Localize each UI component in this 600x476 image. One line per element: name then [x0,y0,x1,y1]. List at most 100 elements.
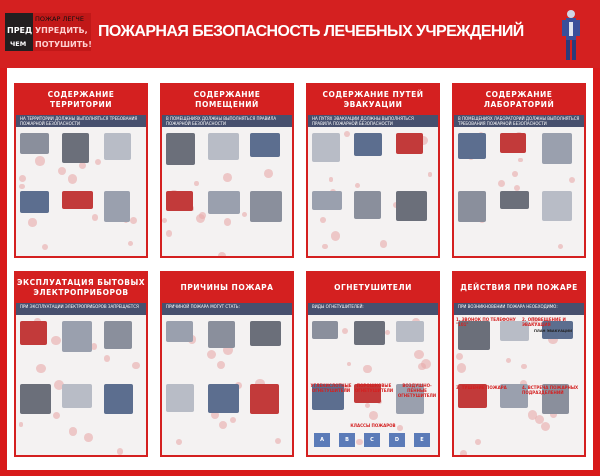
decor-dot [92,214,99,221]
panel-extinguishers: ОГНЕТУШИТЕЛИ ВИДЫ ОГНЕТУШИТЕЛЕЙ: УГЛЕКИС… [306,271,440,457]
illustration-image [542,321,573,340]
slogan-line3: ПОТУШИТЬ! [35,40,92,49]
illustration-image [396,133,424,154]
illustration-image [354,133,383,157]
decor-dot [557,244,563,250]
decor-dot [531,317,538,324]
illustration-image [208,384,240,413]
decor-dot [475,439,481,446]
panel-title: ЭКСПЛУАТАЦИЯ БЫТОВЫХ ЭЛЕКТРОПРИБОРОВ [16,273,146,303]
panel-causes: ПРИЧИНЫ ПОЖАРА ПРИЧИНОЙ ПОЖАРА МОГУТ СТА… [160,271,294,457]
panel-laboratories: СОДЕРЖАНИЕ ЛАБОРАТОРИЙ В ПОМЕЩЕНИЯХ ЛАБО… [452,83,586,258]
panel-illustration [16,315,146,455]
decor-dot [498,180,506,188]
decor-dot [217,251,226,256]
illustration-image [62,190,93,209]
slogan-line1: ПОЖАР ЛЕГЧЕ [35,15,84,23]
illustration-image [354,190,382,219]
decor-dot [328,177,334,182]
decor-dot [397,425,403,431]
decor-dot [229,416,237,424]
decor-dot [364,402,371,409]
illustration-image [250,190,282,222]
slogan-badge: ПОЖАР ЛЕГЧЕ ПРЕД УПРЕДИТЬ, ЧЕМ ПОТУШИТЬ! [5,13,92,51]
slogan-line2: УПРЕДИТЬ, [35,26,88,35]
illustration-image [542,190,573,222]
decor-dot [342,384,350,392]
slogan-chem: ЧЕМ [10,40,27,48]
panel-illustration: 1. ЗВОНОК ПО ТЕЛЕФОНУ "101"2. ОПОВЕЩЕНИЕ… [454,315,584,455]
illustration-image [500,384,528,409]
decor-dot [53,379,64,390]
page-title: ПОЖАРНАЯ БЕЗОПАСНОСТЬ ЛЕЧЕБНЫХ УЧРЕЖДЕНИ… [98,23,524,40]
panel-actions: ДЕЙСТВИЯ ПРИ ПОЖАРЕ ПРИ ВОЗНИКНОВЕНИИ ПО… [452,271,586,457]
decor-dot [460,449,468,455]
decor-dot [162,217,168,223]
panel-illustration [162,127,292,256]
decor-dot [50,335,61,346]
decor-dot [421,359,432,370]
decor-dot [94,158,102,165]
decor-dot [128,240,134,246]
decor-dot [166,230,173,237]
decor-dot [363,365,372,374]
illustration-image [62,384,92,408]
panel-evacuation: СОДЕРЖАНИЕ ПУТЕЙ ЭВАКУАЦИИ НА ПУТЯХ ЭВАК… [306,83,440,258]
panel-appliances: ЭКСПЛУАТАЦИЯ БЫТОВЫХ ЭЛЕКТРОПРИБОРОВ ПРИ… [14,271,148,457]
illustration-image [500,190,529,210]
illustration-image [312,190,343,210]
illustration-image [312,133,341,163]
panel-subtitle: ПРИ ЭКСПЛУАТАЦИИ ЭЛЕКТРОПРИБОРОВ ЗАПРЕЩА… [16,303,146,315]
illustration-image [20,384,51,414]
illustration-image [542,384,569,414]
decor-dot [222,345,233,355]
decor-dot [384,330,390,336]
decor-dot [255,378,265,389]
decor-dot [330,231,340,241]
illustration-image [354,321,386,345]
illustration-image [166,133,195,165]
panel-label: УГЛЕКИСЛОТНЫЕ ОГНЕТУШИТЕЛИ [310,383,352,393]
decor-dot [527,410,538,420]
evacuation-plan-title: ПЛАН ЭВАКУАЦИИ [534,329,573,333]
fire-class-icon: D [389,433,405,447]
illustration-image [458,384,488,409]
decor-dot [67,174,78,184]
panel-label: 2. ОПОВЕЩЕНИЕ И ЭВАКУАЦИЯ [522,317,566,327]
slogan-pre: ПРЕД [7,26,33,35]
decor-dot [414,349,425,360]
decor-dot [322,243,328,250]
poster-header: ПОЖАР ЛЕГЧЕ ПРЕД УПРЕДИТЬ, ЧЕМ ПОТУШИТЬ!… [0,0,600,68]
decor-dot [379,240,388,248]
panel-subtitle: В ПОМЕЩЕНИЯХ ДОЛЖНЫ ВЫПОЛНЯТЬСЯ ПРАВИЛА … [162,115,292,127]
decor-dot [341,327,349,335]
decor-dot [36,363,47,374]
panel-label: ПОРОШКОВЫЕ ОГНЕТУШИТЕЛИ [354,383,394,393]
panel-territory: СОДЕРЖАНИЕ ТЕРРИТОРИИ НА ТЕРРИТОРИИ ДОЛЖ… [14,83,148,258]
illustration-image [250,133,281,157]
decor-dot [176,439,182,445]
decor-dot [42,243,49,250]
illustration-image [458,190,486,222]
illustration-image [166,384,195,412]
panel-title: СОДЕРЖАНИЕ ПУТЕЙ ЭВАКУАЦИИ [308,85,438,115]
illustration-image [166,190,193,212]
illustration-image [250,321,281,346]
illustration-image [500,133,527,153]
illustration-image [62,321,92,352]
illustration-image [104,133,132,161]
illustration-image [354,384,381,404]
decor-dot [52,412,61,420]
illustration-image [20,133,50,154]
decor-dot [455,353,464,361]
decor-dot [223,173,233,183]
illustration-image [396,384,424,415]
illustration-image [62,133,90,164]
decor-dot [344,130,350,137]
decor-dot [130,216,137,224]
decor-dot [568,176,576,183]
decor-dot [132,361,140,369]
panel-title: ОГНЕТУШИТЕЛИ [308,273,438,303]
decor-dot [320,217,327,224]
